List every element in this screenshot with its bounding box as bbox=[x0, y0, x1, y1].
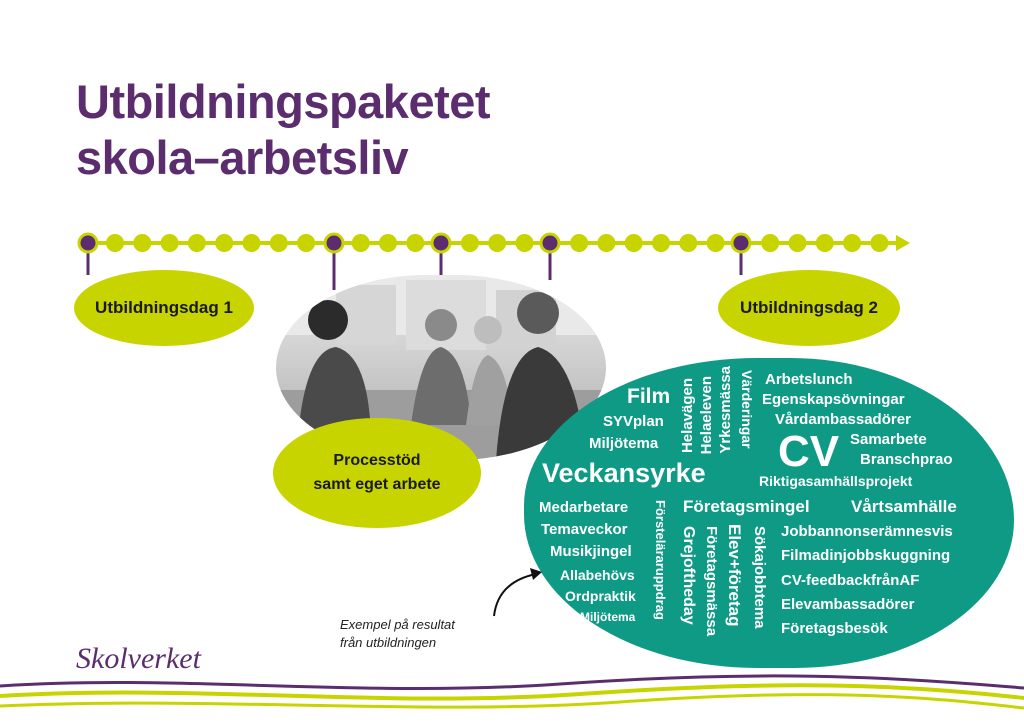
result-note-line-2: från utbildningen bbox=[340, 635, 437, 650]
timeline-dot-10 bbox=[379, 234, 397, 252]
word-miljotema: Miljötema bbox=[589, 435, 659, 452]
pill-processtod-line-1: Processtöd bbox=[333, 452, 421, 469]
word-yrkesmassa: Yrkesmässa bbox=[717, 366, 734, 454]
word-egenskapsovningar: Egenskapsövningar bbox=[762, 391, 905, 408]
word-helaeleven: Helaeleven bbox=[698, 376, 715, 455]
word-vartsamhalle: Vårtsamhälle bbox=[851, 497, 957, 516]
word-filmadinjobbskuggning: Filmadinjobbskuggning bbox=[781, 547, 951, 564]
word-foretagsmassa: Företagsmässa bbox=[703, 526, 720, 637]
timeline-dot-8 bbox=[297, 234, 316, 252]
word-varderingar: Värderingar bbox=[739, 370, 755, 449]
timeline-dot-21 bbox=[761, 234, 780, 252]
word-veckansyrke: Veckansyrke bbox=[542, 458, 706, 488]
word-medarbetare: Medarbetare bbox=[539, 499, 629, 516]
timeline-dot-17 bbox=[624, 234, 643, 252]
word-cv-feedback: CV-feedbackfrånAF bbox=[781, 572, 920, 589]
word-vardambassadorer: Vårdambassadörer bbox=[775, 411, 911, 428]
word-film: Film bbox=[627, 385, 671, 408]
timeline-milestone-1 bbox=[77, 232, 99, 254]
page-title: Utbildningspaketet skola–arbetsliv bbox=[76, 74, 491, 186]
word-branschprao: Branschprao bbox=[860, 451, 953, 468]
word-temaveckor: Temaveckor bbox=[541, 521, 628, 538]
timeline-dot-13 bbox=[488, 234, 507, 252]
word-grejoftheday: Grejoftheday bbox=[680, 526, 697, 625]
pill-processtod-line-2: samt eget arbete bbox=[313, 476, 441, 493]
word-allabehovs: Allabehövs bbox=[560, 567, 635, 583]
timeline-dot-14 bbox=[515, 234, 534, 252]
timeline-milestone-3 bbox=[430, 232, 452, 254]
word-arbetslunch: Arbetslunch bbox=[765, 371, 853, 388]
timeline-dot-11 bbox=[406, 234, 425, 252]
timeline-dot-25 bbox=[870, 234, 889, 252]
timeline-dot-24 bbox=[843, 234, 862, 252]
timeline-milestone-4 bbox=[539, 232, 561, 254]
timeline-dot-12 bbox=[460, 234, 479, 252]
timeline-dot-16 bbox=[597, 234, 616, 252]
pill-processtod: Processtöd samt eget arbete bbox=[273, 418, 481, 528]
timeline-dot-22 bbox=[788, 234, 807, 252]
timeline-dot-18 bbox=[652, 234, 670, 252]
word-cv: CV bbox=[778, 427, 840, 476]
timeline-dot-3 bbox=[160, 234, 179, 252]
timeline-dot-20 bbox=[706, 234, 725, 252]
timeline-dot-1 bbox=[106, 234, 124, 252]
pill-utbildningsdag-1-label: Utbildningsdag 1 bbox=[95, 298, 233, 317]
word-syvplan: SYVplan bbox=[603, 413, 664, 430]
result-note-line-1: Exempel på resultat bbox=[340, 617, 455, 632]
word-foretagsmingel: Företagsmingel bbox=[683, 497, 810, 516]
timeline-dot-4 bbox=[187, 234, 206, 252]
word-cloud bbox=[524, 358, 1014, 668]
word-musikjingel: Musikjingel bbox=[550, 543, 632, 560]
timeline-dot-7 bbox=[269, 234, 288, 252]
word-miljotema-small: Miljötema bbox=[580, 610, 636, 624]
title-line-2: skola–arbetsliv bbox=[76, 131, 409, 184]
timeline-milestone-5 bbox=[730, 232, 752, 254]
word-foretagsbesok: Företagsbesök bbox=[781, 620, 888, 637]
skolverket-logo: Skolverket bbox=[76, 642, 201, 675]
timeline-dot-15 bbox=[570, 234, 589, 252]
word-ordpraktik: Ordpraktik bbox=[565, 588, 636, 604]
timeline-dot-9 bbox=[351, 234, 370, 252]
word-helavagen: Helavägen bbox=[679, 378, 696, 454]
pill-utbildningsdag-1: Utbildningsdag 1 bbox=[74, 270, 254, 346]
word-elevambassadorer: Elevambassadörer bbox=[781, 596, 915, 613]
word-samarbete: Samarbete bbox=[850, 431, 927, 448]
result-note: Exempel på resultat från utbildningen bbox=[340, 616, 455, 652]
timeline-dot-5 bbox=[215, 234, 234, 252]
timeline-dot-23 bbox=[815, 234, 834, 252]
word-forstelararuppdrag: Försteläraruppdrag bbox=[653, 500, 668, 620]
word-sokajobbtema: Sökajobbtema bbox=[751, 526, 768, 629]
note-arrow bbox=[493, 568, 542, 617]
word-riktigasamhallsprojekt: Riktigasamhällsprojekt bbox=[759, 473, 913, 489]
timeline-dot-19 bbox=[679, 234, 698, 252]
title-line-1: Utbildningspaketet bbox=[76, 75, 491, 128]
word-jobbannonseramnesvis: Jobbannonserämnesvis bbox=[781, 523, 953, 540]
timeline-arrowhead bbox=[896, 235, 910, 251]
timeline-dot-2 bbox=[133, 234, 152, 252]
pill-utbildningsdag-2: Utbildningsdag 2 bbox=[718, 270, 900, 346]
timeline-milestone-2 bbox=[323, 232, 345, 254]
word-elev-foretag: Elev+företag bbox=[725, 524, 744, 627]
timeline-dot-6 bbox=[242, 234, 261, 252]
timeline bbox=[77, 232, 910, 290]
decorative-waves bbox=[0, 674, 1024, 710]
pill-utbildningsdag-2-label: Utbildningsdag 2 bbox=[740, 298, 878, 317]
